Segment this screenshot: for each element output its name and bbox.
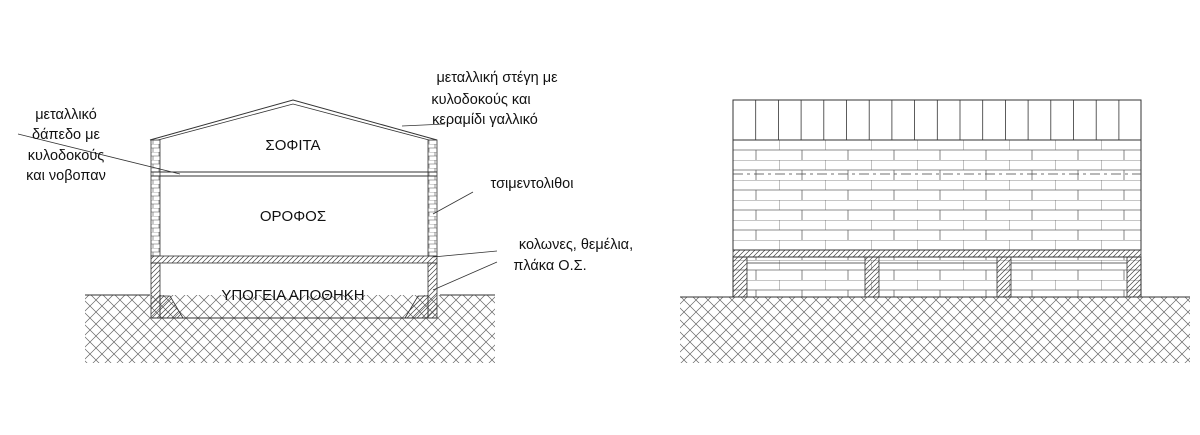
- svg-text:κεραμίδι γαλλικό: κεραμίδι γαλλικό: [432, 112, 538, 128]
- annotation-walls: τσιμεντολιθοι: [491, 176, 574, 192]
- concrete-slab: [150, 255, 438, 264]
- building-elevation: [680, 99, 1190, 363]
- concrete-band: [732, 249, 1142, 258]
- metal-floor-slab: [151, 171, 437, 177]
- block-wall-elevation: [732, 139, 1142, 251]
- svg-text:πλάκα Ο.Σ.: πλάκα Ο.Σ.: [513, 258, 586, 274]
- roof-elevation: [732, 99, 1142, 141]
- svg-text:μεταλλικό: μεταλλικό: [35, 107, 97, 123]
- block-walls: [150, 139, 438, 257]
- svg-text:τσιμεντολιθοι: τσιμεντολιθοι: [491, 176, 574, 192]
- annotation-roof: μεταλλική στέγη με κυλοδοκούς και κεραμί…: [431, 70, 558, 128]
- building-section: ΣΟΦΙΤΑ ΟΡΟΦΟΣ ΥΠΟΓΕΙΑ ΑΠΟΘΗΚΗ μεταλλικό …: [17, 70, 633, 363]
- annotation-concrete: κολωνες, θεμέλια, πλάκα Ο.Σ.: [513, 237, 633, 274]
- room-label-attic: ΣΟΦΙΤΑ: [265, 137, 320, 154]
- svg-text:και νοβοπαν: και νοβοπαν: [26, 168, 106, 184]
- basement-walls: [150, 262, 438, 319]
- room-label-floor: ΟΡΟΦΟΣ: [260, 208, 326, 225]
- svg-text:μεταλλική στέγη με: μεταλλική στέγη με: [436, 70, 558, 86]
- annotation-floor-structure: μεταλλικό δάπεδο με κυλοδοκούς και νοβοπ…: [26, 107, 106, 184]
- svg-text:δάπεδο με: δάπεδο με: [32, 127, 100, 143]
- roof: [149, 99, 438, 141]
- leader-lines: [17, 123, 498, 291]
- ground-soil-right: [680, 296, 1190, 363]
- basement-elevation: [732, 256, 1142, 298]
- svg-text:κυλοδοκούς και: κυλοδοκούς και: [431, 92, 530, 108]
- svg-text:κυλοδοκούς: κυλοδοκούς: [28, 148, 104, 164]
- room-label-basement: ΥΠΟΓΕΙΑ ΑΠΟΘΗΚΗ: [221, 287, 364, 304]
- svg-text:κολωνες, θεμέλια,: κολωνες, θεμέλια,: [519, 237, 633, 253]
